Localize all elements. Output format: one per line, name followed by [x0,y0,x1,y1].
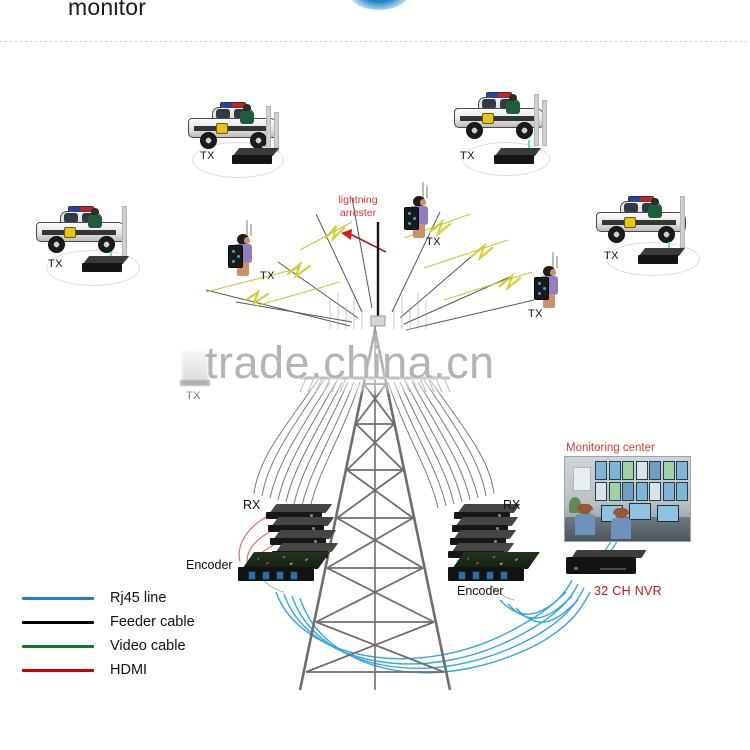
legend-item-rj45: Rj45 line [22,588,195,608]
tx-label: TX [186,390,201,402]
tx-label: TX [460,150,475,162]
legend-swatch-rj45 [22,596,94,600]
police-car-icon [594,196,686,243]
transmission-tower-structure [298,222,452,691]
tx-transmitter-device-icon [638,248,686,264]
page-title: monitor [68,0,147,20]
encoder-label-left: Encoder [186,558,233,572]
nvr-label: 32 CH NVR [594,584,662,598]
monitoring-center-label: Monitoring center [566,442,655,454]
rx-label-left: RX [243,498,261,512]
police-car-icon [452,92,544,139]
legend-label-video: Video cable [110,638,186,654]
legend-item-hdmi: HDMI [22,660,195,680]
tx-transmitter-device-icon [494,148,542,164]
police-car-icon [34,206,126,253]
lightning-arrester-label: lightning arrester [326,194,390,219]
rx-label-right: RX [503,498,521,512]
video-wall-icon [595,461,688,501]
legend-swatch-feeder [22,620,94,624]
legend-swatch-video [22,644,94,648]
arrester-label-line1: lightning [338,194,378,206]
tx-transmitter-device-icon [82,256,130,272]
tx-label: TX [528,308,543,320]
tx-transmitter-device-icon [232,148,280,164]
legend-swatch-hdmi [22,668,94,672]
legend-label-rj45: Rj45 line [110,590,167,606]
nvr-device [566,550,647,574]
lightning-arrester-pointer [341,229,387,253]
tx-label: TX [200,150,215,162]
legend-item-feeder: Feeder cable [22,612,195,632]
backpack-operator-icon [228,220,258,276]
legend: Rj45 line Feeder cable Video cable HDMI [22,588,195,684]
backpack-operator-icon [534,252,564,308]
backpack-operator-icon [404,182,434,238]
faded-device-icon [182,350,208,384]
legend-label-feeder: Feeder cable [110,614,195,630]
tx-label: TX [48,258,63,270]
encoder-device-right [448,552,540,582]
tx-label: TX [426,236,441,248]
blue-ellipse-logo-icon [348,0,410,10]
arrester-label-line2: arrester [339,206,377,219]
legend-item-video: Video cable [22,636,195,656]
header-divider [0,41,750,42]
police-car-icon [186,102,278,149]
encoder-label-right: Encoder [457,584,504,598]
tx-label: TX [260,270,275,282]
encoder-device-left [238,552,330,582]
tx-label: TX [604,250,619,262]
legend-label-hdmi: HDMI [110,662,148,678]
monitoring-center-photo [564,456,691,542]
